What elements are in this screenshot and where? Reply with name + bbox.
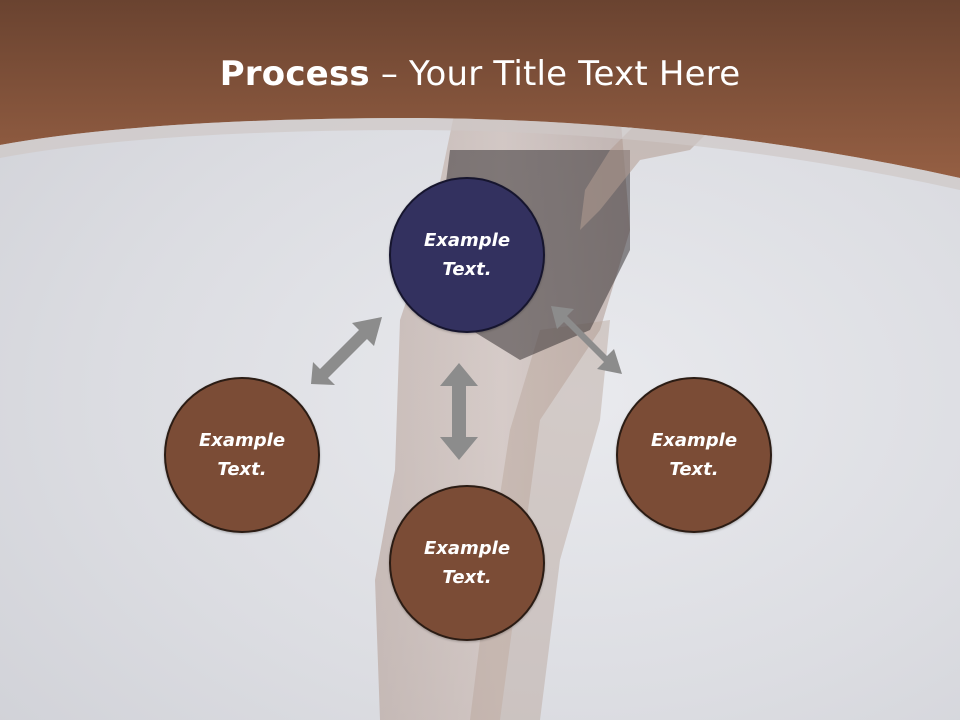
process-node-right: Example Text.: [616, 377, 772, 533]
process-node-bottom: Example Text.: [389, 485, 545, 641]
double-arrow-icon: [311, 317, 382, 385]
process-node-left: Example Text.: [164, 377, 320, 533]
title-rest: – Your Title Text Here: [369, 54, 741, 94]
node-label: Example Text.: [650, 430, 738, 480]
header-band: [0, 0, 960, 190]
process-node-top: Example Text.: [389, 177, 545, 333]
title-bold: Process: [219, 54, 370, 94]
node-label: Example Text.: [423, 538, 511, 588]
slide-title: Process – Your Title Text Here: [0, 52, 960, 96]
double-arrow-icon: [551, 306, 622, 374]
node-label: Example Text.: [198, 430, 286, 480]
double-arrow-icon: [440, 363, 478, 460]
node-label: Example Text.: [423, 230, 511, 280]
